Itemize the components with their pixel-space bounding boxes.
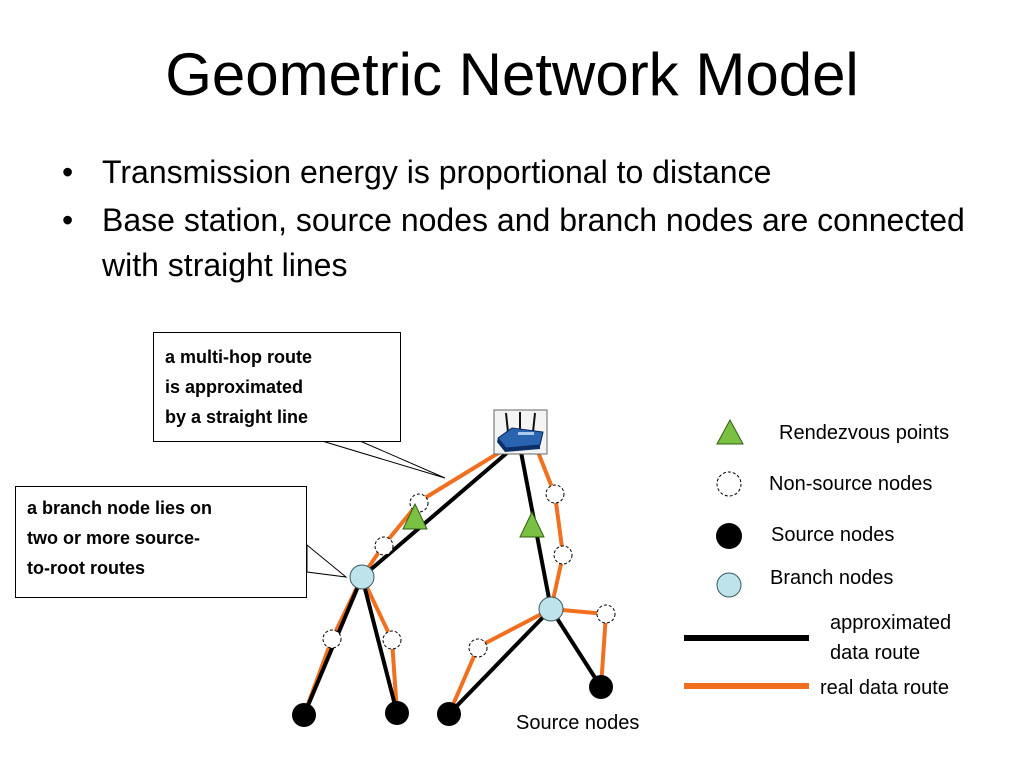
branch-callout-pointer <box>306 543 348 578</box>
branch-nodes <box>349 564 564 622</box>
source-node <box>385 701 409 725</box>
black-circle-icon <box>716 523 742 549</box>
rendezvous-point <box>402 502 428 530</box>
source-node <box>437 702 461 726</box>
legend-label-approx-route: approximated data route <box>830 612 952 664</box>
source-node <box>589 675 613 699</box>
dashed-circle-icon <box>716 471 742 497</box>
legend-icons <box>684 418 809 689</box>
route-callout-pointer <box>321 440 446 479</box>
non-source-node <box>553 545 573 565</box>
non-source-node <box>596 604 616 624</box>
legend-label-branch: Branch nodes <box>770 567 894 589</box>
non-source-node <box>545 484 565 504</box>
source-node <box>292 703 316 727</box>
rendezvous-point <box>519 510 545 538</box>
green-triangle-icon <box>716 418 744 445</box>
legend-label-source: Source nodes <box>771 524 895 546</box>
route-approximation-callout: a multi-hop route is approximated by a s… <box>153 332 401 442</box>
legend-label-real-route: real data route <box>820 677 949 699</box>
bullet-item: • Transmission energy is proportional to… <box>62 150 982 195</box>
approx-route-left-b <box>360 575 399 715</box>
base-station <box>493 409 548 455</box>
approx-route-right-b <box>549 607 603 689</box>
non-source-node <box>322 629 342 649</box>
bullet-glyph: • <box>62 154 74 190</box>
legend-label-rendezvous: Rendezvous points <box>779 422 950 444</box>
bullet-list: • Transmission energy is proportional to… <box>62 150 982 291</box>
approx-route-right-a <box>447 607 553 716</box>
bullet-text: Transmission energy is proportional to d… <box>102 154 772 190</box>
real-route-left-trunk <box>360 450 502 579</box>
light-blue-circle-icon <box>716 572 742 598</box>
rendezvous-points <box>402 502 545 538</box>
real-route-right-trunk <box>536 450 565 611</box>
approx-route-left-trunk <box>360 450 510 579</box>
non-source-node <box>382 630 402 650</box>
non-source-node <box>468 638 488 658</box>
wireless-router-icon <box>497 412 544 452</box>
branch-node-callout: a branch node lies on two or more source… <box>15 486 307 598</box>
bullet-item: • Base station, source nodes and branch … <box>62 198 982 288</box>
source-nodes <box>292 675 613 727</box>
slide-title: Geometric Network Model <box>165 41 859 108</box>
bullet-text: Base station, source nodes and branch no… <box>102 202 965 283</box>
legend-label-non-source: Non-source nodes <box>769 473 933 495</box>
branch-node <box>538 596 564 622</box>
branch-node <box>349 564 375 590</box>
source-nodes-caption: Source nodes <box>516 712 640 734</box>
bullet-glyph: • <box>62 202 74 238</box>
non-source-node <box>374 536 394 556</box>
